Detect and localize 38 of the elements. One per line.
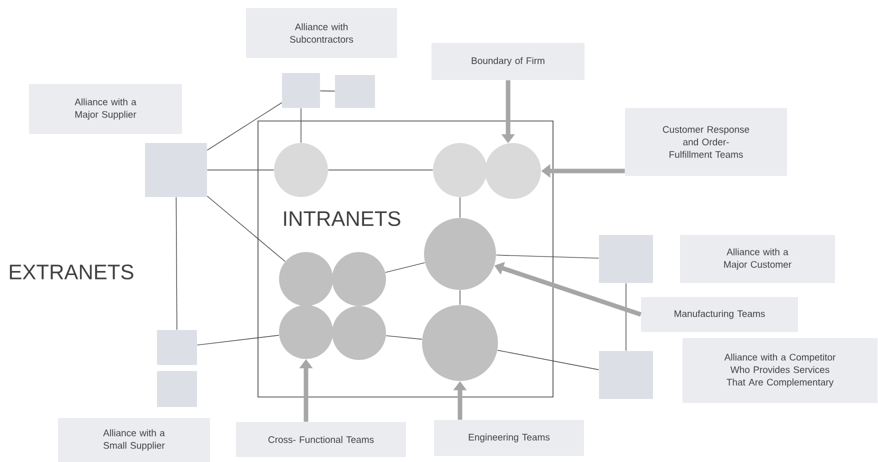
- team-circle: [274, 143, 328, 197]
- label-box: Engineering Teams: [434, 420, 584, 456]
- label-box: Alliance with Subcontractors: [246, 8, 397, 58]
- label-box: Cross- Functional Teams: [236, 422, 406, 457]
- label-box: Alliance with a Small Supplier: [58, 418, 210, 462]
- label-box: Customer Response and Order- Fulfillment Teams: [625, 108, 787, 176]
- team-circle: [332, 306, 386, 360]
- connector-line: [176, 196, 178, 330]
- team-circle: [422, 305, 498, 381]
- connector-line: [206, 196, 286, 262]
- team-circle: [332, 252, 386, 306]
- connector-line: [386, 335, 422, 340]
- region-label: EXTRANETS: [10, 264, 134, 280]
- square: [282, 73, 320, 108]
- team-circle: [485, 143, 541, 199]
- region-label: INTRANETS: [284, 211, 400, 226]
- label-box: Boundary of Firm: [432, 43, 584, 80]
- team-circle: [279, 252, 333, 306]
- square: [157, 371, 197, 407]
- label-box: Alliance with a Major Customer: [680, 235, 835, 283]
- square: [157, 330, 197, 365]
- connector-line: [496, 254, 600, 259]
- team-circle: [424, 218, 496, 290]
- team-circle: [279, 305, 333, 359]
- team-circle: [433, 143, 487, 197]
- square: [599, 235, 653, 283]
- square: [599, 351, 653, 399]
- square: [335, 75, 375, 108]
- connector-line: [385, 262, 426, 273]
- connector-line: [196, 334, 280, 346]
- square: [145, 143, 207, 197]
- connector-line: [300, 108, 302, 144]
- connector-line: [497, 350, 600, 370]
- label-box: Manufacturing Teams: [641, 297, 798, 332]
- connector-line: [206, 102, 282, 151]
- label-box: Alliance with a Competitor Who Provides Services That Are Complementary: [682, 338, 878, 403]
- label-box: Alliance with a Major Supplier: [29, 84, 182, 134]
- connector-line: [320, 90, 336, 92]
